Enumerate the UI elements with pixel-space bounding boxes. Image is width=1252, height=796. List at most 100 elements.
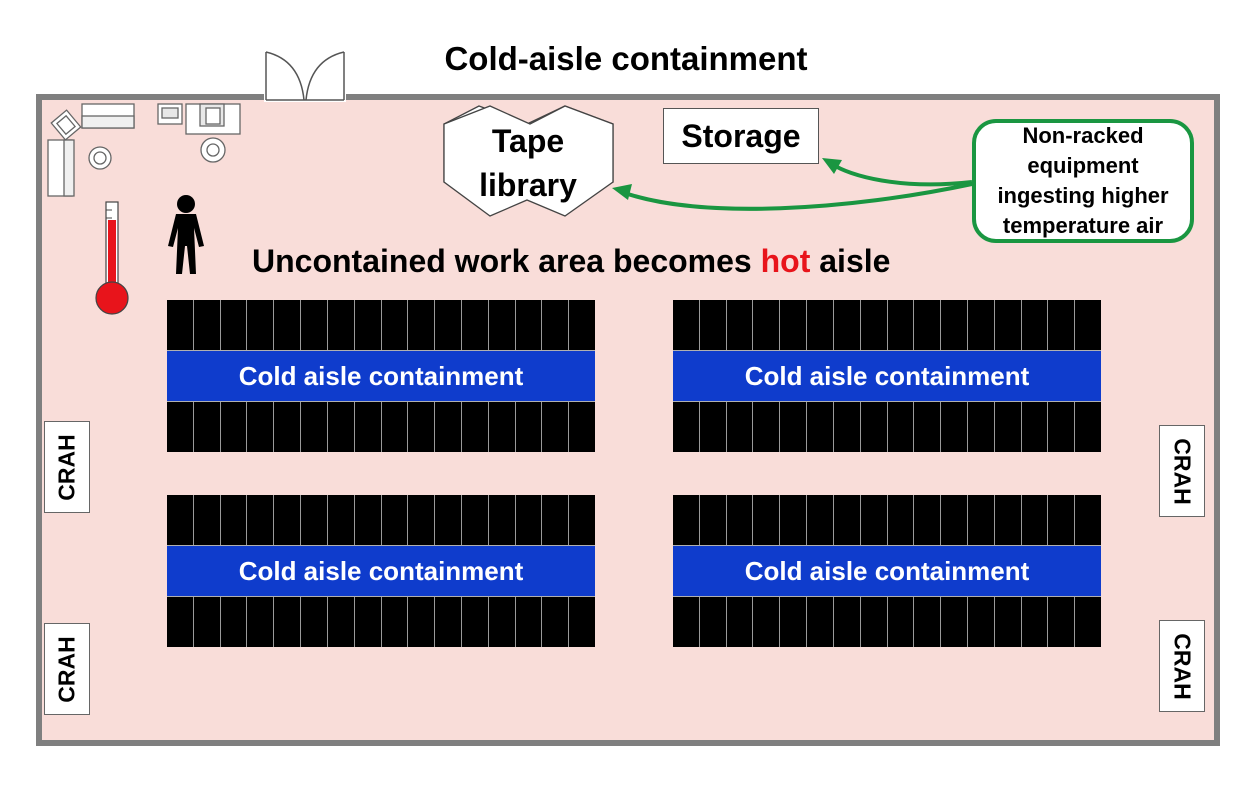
server-rack	[699, 300, 727, 350]
server-rack	[220, 495, 248, 545]
server-rack	[726, 597, 754, 647]
person-icon	[168, 195, 204, 274]
server-rack	[941, 495, 968, 545]
server-rack	[354, 495, 382, 545]
server-rack	[301, 402, 328, 452]
crah-unit-right-top: CRAH	[1159, 425, 1205, 517]
server-rack	[833, 597, 861, 647]
server-rack	[408, 402, 436, 452]
rack-row	[673, 402, 1101, 452]
server-rack	[193, 300, 221, 350]
server-rack	[860, 402, 888, 452]
rack-row	[167, 495, 595, 545]
server-rack	[699, 495, 727, 545]
server-rack	[167, 597, 194, 647]
office-desk-icon	[47, 103, 241, 197]
server-rack	[515, 402, 543, 452]
arrow-head-tape	[612, 184, 632, 200]
server-rack	[807, 402, 834, 452]
server-rack	[381, 300, 409, 350]
server-rack	[408, 597, 436, 647]
pod-top-left: Cold aisle containment	[167, 300, 595, 454]
server-rack	[488, 495, 516, 545]
arrow-icon	[621, 162, 973, 211]
cold-aisle-containment: Cold aisle containment	[673, 545, 1101, 597]
server-rack	[274, 495, 302, 545]
server-rack	[381, 495, 409, 545]
hot-caption-before: Uncontained work area becomes	[252, 243, 761, 279]
server-rack	[381, 402, 409, 452]
server-rack	[1075, 495, 1101, 545]
server-rack	[408, 300, 436, 350]
server-rack	[301, 597, 328, 647]
server-rack	[274, 300, 302, 350]
server-rack	[860, 495, 888, 545]
server-rack	[1048, 495, 1076, 545]
server-rack	[167, 495, 194, 545]
server-rack	[914, 495, 942, 545]
server-rack	[780, 300, 808, 350]
server-rack	[515, 495, 543, 545]
pod-bottom-right: Cold aisle containment	[673, 495, 1101, 649]
door-opening	[264, 92, 346, 102]
server-rack	[488, 300, 516, 350]
server-rack	[726, 495, 754, 545]
crah-label: CRAH	[53, 433, 80, 501]
rack-row	[673, 495, 1101, 545]
server-rack	[887, 495, 915, 545]
server-rack	[914, 402, 942, 452]
hot-caption-after: aisle	[810, 243, 891, 279]
server-rack	[488, 597, 516, 647]
server-rack	[914, 597, 942, 647]
crah-label: CRAH	[53, 635, 80, 703]
server-rack	[408, 495, 436, 545]
rack-row	[167, 402, 595, 452]
server-rack	[941, 597, 968, 647]
server-rack	[569, 495, 595, 545]
pod-top-right: Cold aisle containment	[673, 300, 1101, 454]
crah-label: CRAH	[1169, 437, 1196, 505]
server-rack	[833, 402, 861, 452]
server-rack	[327, 402, 355, 452]
server-rack	[967, 300, 995, 350]
server-rack	[807, 597, 834, 647]
server-rack	[274, 597, 302, 647]
server-rack	[542, 300, 570, 350]
server-rack	[354, 300, 382, 350]
server-rack	[673, 300, 700, 350]
server-rack	[542, 402, 570, 452]
server-rack	[461, 300, 489, 350]
rack-row	[167, 597, 595, 647]
server-rack	[941, 402, 968, 452]
server-rack	[435, 402, 462, 452]
server-rack	[435, 597, 462, 647]
tape-library-label-line1: Tape	[492, 123, 564, 159]
server-rack	[994, 402, 1022, 452]
server-rack	[673, 597, 700, 647]
server-rack	[247, 495, 275, 545]
non-racked-callout: Non-racked equipment ingesting higher te…	[972, 119, 1194, 243]
server-rack	[699, 597, 727, 647]
crah-label: CRAH	[1169, 632, 1196, 700]
server-rack	[1048, 402, 1076, 452]
tape-library-label-line2: library	[479, 167, 577, 203]
server-rack	[327, 300, 355, 350]
storage-box: Storage	[663, 108, 819, 164]
server-rack	[673, 402, 700, 452]
server-rack	[753, 402, 781, 452]
door-icon	[265, 51, 345, 101]
server-rack	[461, 402, 489, 452]
server-rack	[833, 495, 861, 545]
server-rack	[542, 495, 570, 545]
server-rack	[994, 300, 1022, 350]
server-rack	[941, 300, 968, 350]
server-rack	[807, 495, 834, 545]
server-rack	[780, 402, 808, 452]
arrow-head-storage	[822, 158, 842, 174]
server-rack	[193, 402, 221, 452]
server-rack	[673, 495, 700, 545]
server-rack	[515, 597, 543, 647]
server-rack	[327, 597, 355, 647]
server-rack	[274, 402, 302, 452]
